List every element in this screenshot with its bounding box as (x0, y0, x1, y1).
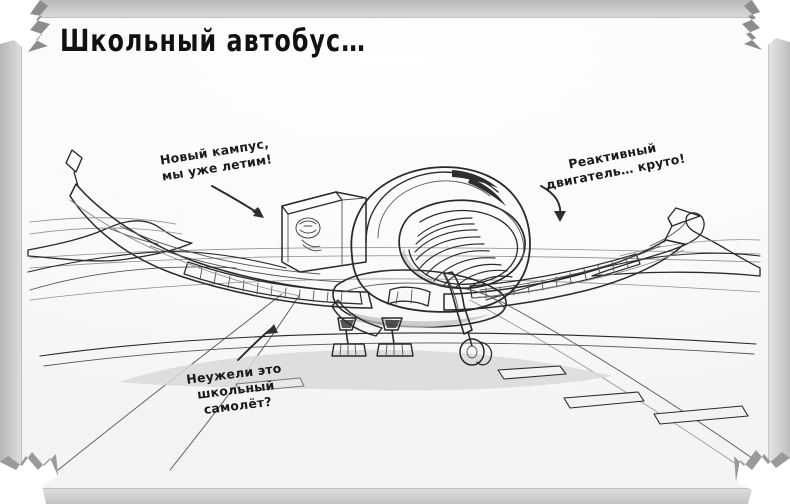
callout-arrow-campus (211, 185, 264, 218)
runway (39, 293, 757, 471)
nose-landing-gear (443, 271, 493, 366)
tail-fin (281, 191, 367, 273)
runway-centerline-dashes (235, 365, 749, 425)
tail-emblem-icon (295, 217, 322, 252)
corner-notch-bottom-left (0, 452, 58, 504)
right-wing (443, 207, 701, 311)
corner-notch-top-right (742, 0, 790, 50)
ground-shadow (120, 349, 612, 391)
mountain-ridges (27, 212, 761, 301)
fuselage (331, 166, 531, 337)
callout-arrow-engine (540, 185, 566, 222)
engine-pylon (387, 286, 431, 307)
horizon-lines (29, 247, 761, 301)
corner-notch-bottom-right (734, 450, 790, 504)
page-title: Школьный автобус… (60, 24, 367, 59)
corner-notch-top-left (0, 0, 50, 52)
callout-arrow-school (237, 324, 278, 361)
jet-engine-intake (398, 199, 526, 290)
main-landing-gear (331, 317, 414, 357)
left-wing (65, 149, 373, 309)
